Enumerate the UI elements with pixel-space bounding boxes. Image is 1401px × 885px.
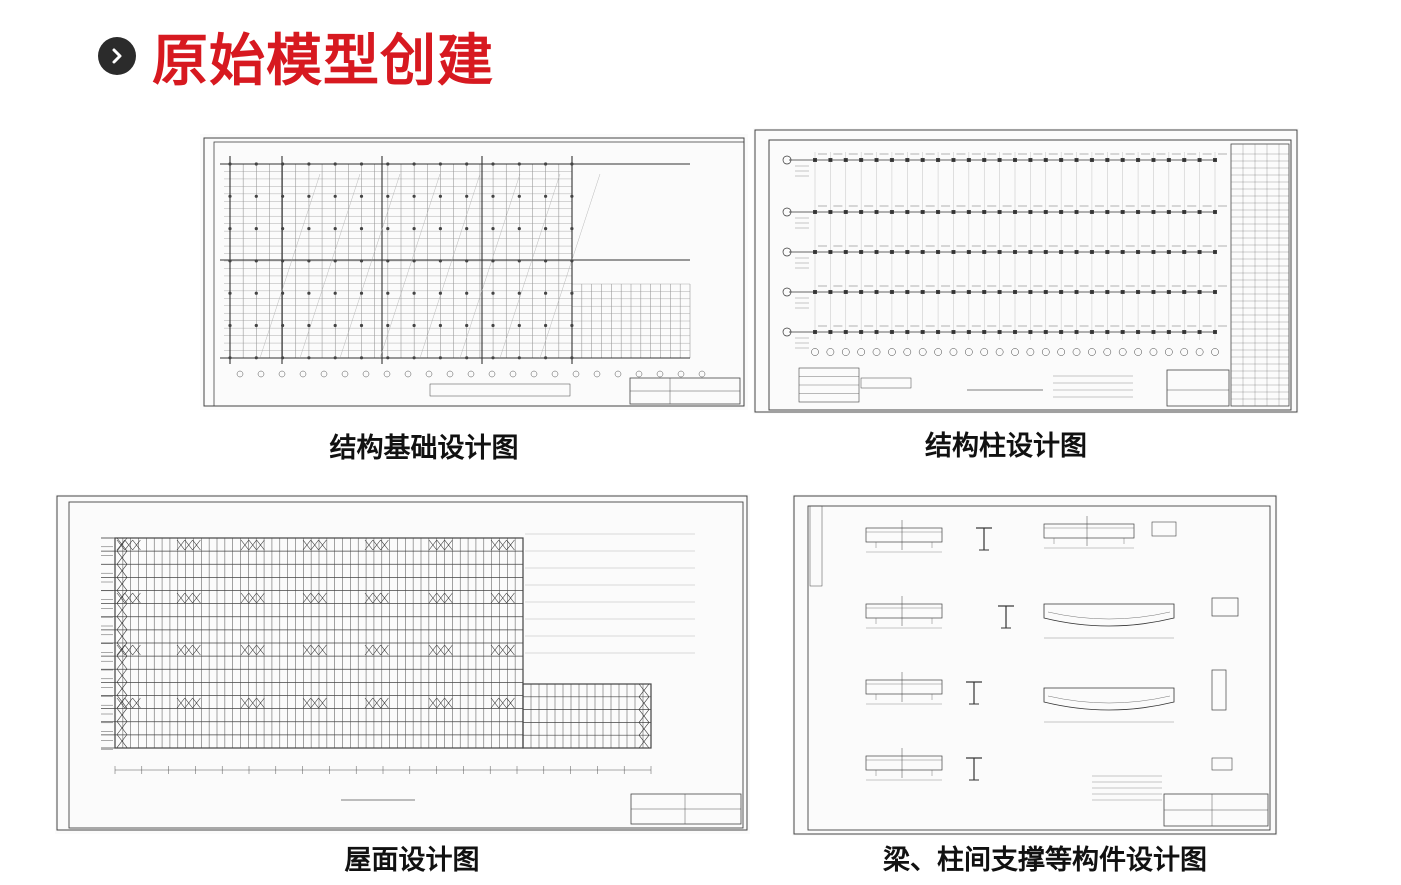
member-drawing-image <box>792 494 1278 836</box>
member-drawing-svg <box>793 495 1277 835</box>
caption-columns: 结构柱设计图 <box>925 431 1087 462</box>
foundation-drawing-svg <box>203 137 745 407</box>
roof-drawing-svg <box>56 495 748 831</box>
slide-header: 原始模型创建 <box>98 20 494 94</box>
column-drawing-svg <box>754 129 1298 413</box>
chevron-right-icon <box>98 37 136 75</box>
caption-foundation: 结构基础设计图 <box>329 433 519 464</box>
foundation-drawing-image <box>200 134 748 410</box>
column-drawing-image <box>753 128 1299 414</box>
page-title: 原始模型创建 <box>152 28 494 94</box>
caption-roof: 屋面设计图 <box>344 845 480 876</box>
roof-drawing-image <box>55 494 750 834</box>
caption-members: 梁、柱间支撑等构件设计图 <box>883 845 1207 876</box>
